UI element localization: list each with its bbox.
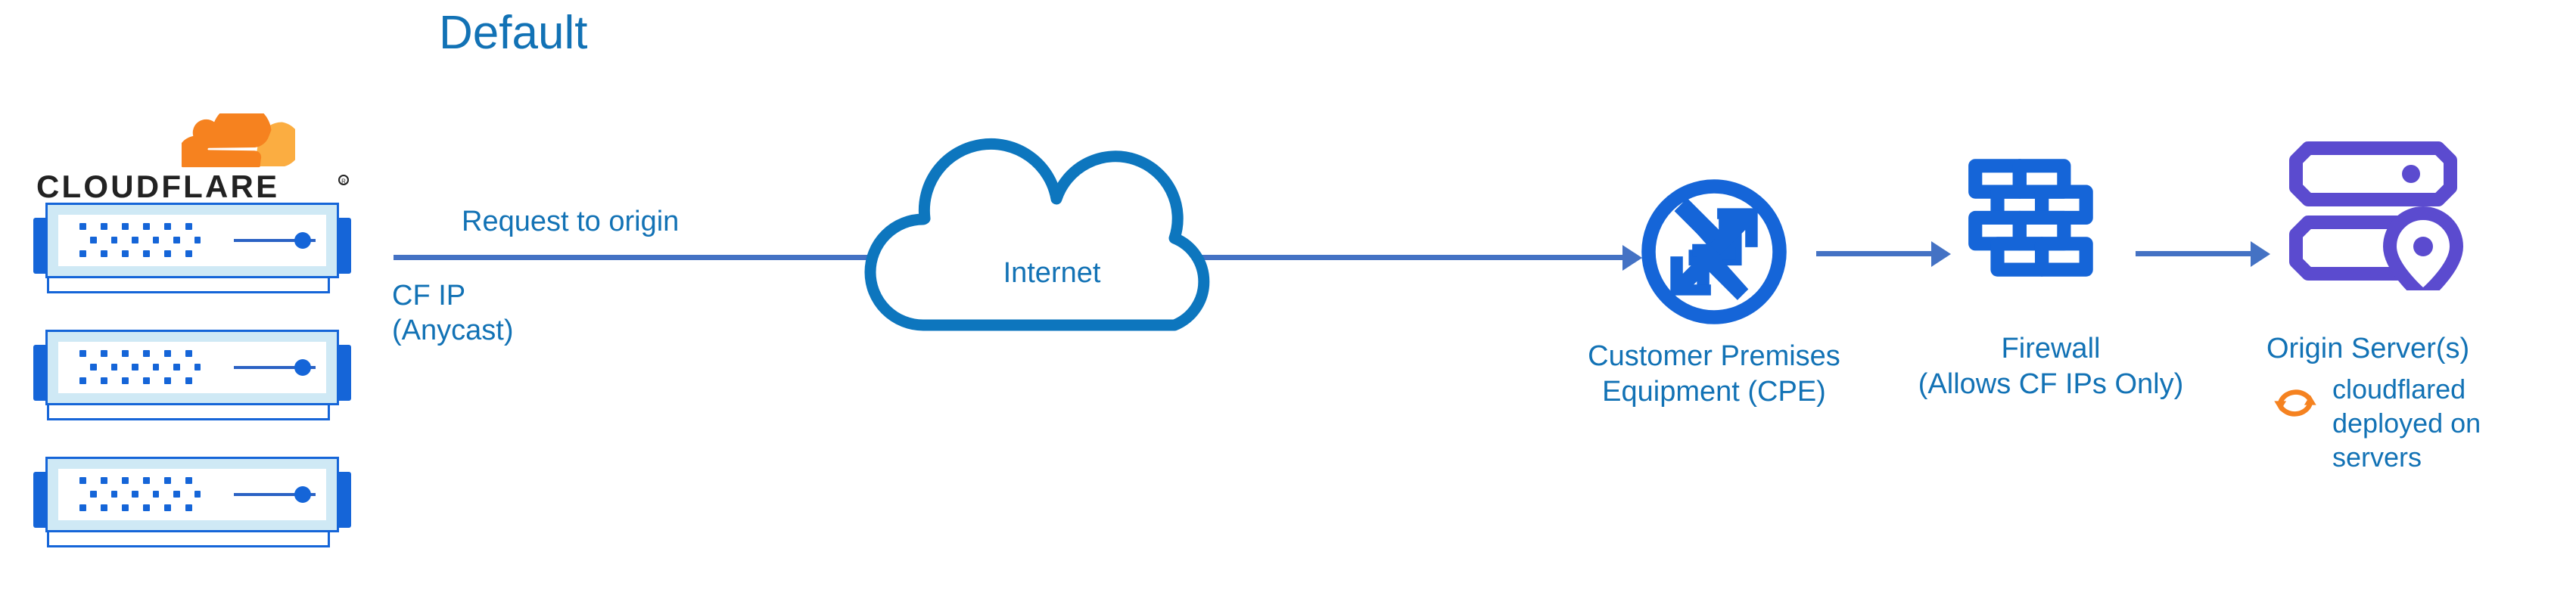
server-rack-3: [26, 454, 359, 554]
rack-chassis: [45, 203, 339, 278]
cpe-label: Customer Premises Equipment (CPE): [1559, 339, 1869, 410]
cloudflared-text: cloudflared deployed on servers: [2332, 374, 2481, 473]
arrow-cpe-to-firewall: [1816, 240, 1951, 267]
rack-status-led: [294, 486, 311, 503]
brick-wall-icon: [1968, 159, 2093, 277]
cloudflare-wordmark: CLOUDFLARE R: [36, 169, 349, 204]
rack-vent-dots: [79, 477, 201, 512]
arrow-shaft: [1816, 251, 1931, 256]
rack-chassis: [45, 457, 339, 532]
cf-ip-line1: CF IP: [392, 280, 466, 312]
svg-text:CLOUDFLARE: CLOUDFLARE: [36, 169, 279, 204]
page-title: Default: [439, 7, 588, 59]
server-rack-1: [26, 200, 359, 299]
arrow-firewall-to-origin: [2136, 240, 2270, 267]
cpe-node: [1627, 174, 1801, 348]
internet-label: Internet: [1003, 257, 1101, 289]
rack-slot-line: [234, 366, 316, 369]
svg-text:R: R: [341, 178, 346, 185]
cloudflared-note: cloudflared deployed on servers: [2270, 372, 2573, 474]
rack-vent-dots: [79, 223, 201, 258]
arrow-head-icon: [1622, 244, 1642, 271]
arrow-head-icon: [1931, 240, 1951, 267]
rack-slot-line: [234, 239, 316, 242]
cloudflare-logo: CLOUDFLARE R: [36, 113, 354, 212]
rack-slot-line: [234, 493, 316, 496]
rack-vent-dots: [79, 350, 201, 385]
rack-status-led: [294, 232, 311, 249]
cf-ip-anycast-label: CF IP (Anycast): [392, 278, 513, 348]
firewall-label-line1: Firewall: [2001, 333, 2101, 364]
cpe-label-line2: Equipment (CPE): [1602, 376, 1826, 408]
rack-faceplate: [58, 342, 326, 393]
firewall-node: [1956, 144, 2115, 306]
rack-faceplate: [58, 469, 326, 520]
rack-chassis: [45, 330, 339, 405]
server-location-icon: [2289, 141, 2463, 290]
cloud-outline-icon: [864, 138, 1210, 331]
router-icon: [1641, 179, 1787, 324]
arrow-shaft: [2136, 251, 2251, 256]
cloudflare-cloud-icon: [182, 113, 295, 168]
origin-server-label: Origin Server(s): [2266, 333, 2470, 364]
internet-cloud: Internet: [832, 110, 1271, 333]
cpe-label-line1: Customer Premises: [1588, 340, 1840, 372]
origin-server-node: [2287, 135, 2469, 295]
rack-status-led: [294, 359, 311, 376]
cf-ip-line2: (Anycast): [392, 315, 514, 346]
arrow-head-icon: [2251, 240, 2270, 267]
server-rack-2: [26, 327, 359, 426]
rack-faceplate: [58, 215, 326, 266]
request-to-origin-label: Request to origin: [462, 206, 680, 237]
firewall-label: Firewall (Allows CF IPs Only): [1892, 331, 2210, 402]
firewall-label-line2: (Allows CF IPs Only): [1918, 368, 2184, 400]
sync-arrows-icon: [2274, 389, 2316, 417]
